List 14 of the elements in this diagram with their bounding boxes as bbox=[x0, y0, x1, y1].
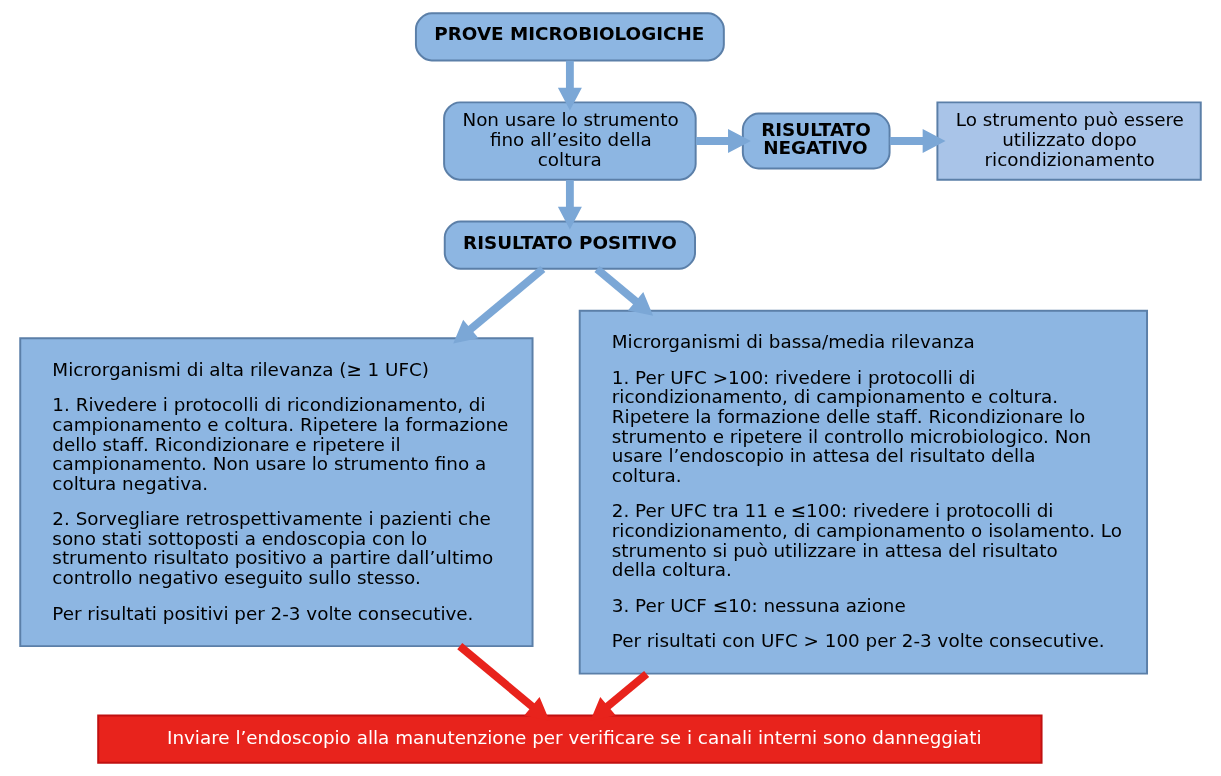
node-box: Inviare l’endoscopio alla manutenzione per verificare se i canali interni sono danneggiati bbox=[97, 714, 1043, 764]
node-box: RISULTATO POSITIVO bbox=[443, 220, 696, 270]
arrow bbox=[453, 266, 546, 344]
node-box: RISULTATO NEGATIVO bbox=[741, 112, 891, 170]
arrow bbox=[594, 266, 654, 316]
node-box: Lo strumento può essere utilizzato dopo ricondizionamento bbox=[936, 101, 1202, 181]
node-box: Microrganismi di alta rilevanza (≥ 1 UFC) 1. Rivedere i protocolli di ricondizionamento, di campionamento e coltura. Ripetere la formazione dello staff. Ricondizionare e ripetere il campionamento. Non usare lo strumento fino a coltura negativa. 2. Sorvegliare retrospettivamente i pazienti che sono stati sottoposti a endoscopia con lo strumento risultato positivo a partire dall’ultimo controllo negativo eseguito sullo stesso. Per risultati positivi per 2-3 volte consecutive. bbox=[19, 337, 534, 648]
node-box: Non usare lo strumento fino all’esito della coltura bbox=[443, 101, 697, 181]
node-box: PROVE MICROBIOLOGICHE bbox=[414, 12, 725, 62]
node-box: Microrganismi di bassa/media rilevanza 1. Per UFC >100: rivedere i protocolli di ricondizionamento, di campionamento e coltura. Ripetere la formazione delle staff. Ricondizionare lo strumento e ripetere il controllo microbiologico. Non usare l’endoscopio in attesa del risultato della coltura. 2. Per UFC tra 11 e ≤100: rivedere i protocolli di ricondizionamento, di campionamento o isolamento. Lo strumento si può utilizzare in attesa del risultato della coltura. 3. Per UCF ≤10: nessuna azione Per risultati con UFC > 100 per 2-3 volte consecutive. bbox=[578, 309, 1149, 675]
arrow bbox=[695, 129, 751, 154]
arrow bbox=[557, 180, 582, 230]
arrow bbox=[889, 129, 946, 153]
arrow bbox=[557, 60, 582, 111]
